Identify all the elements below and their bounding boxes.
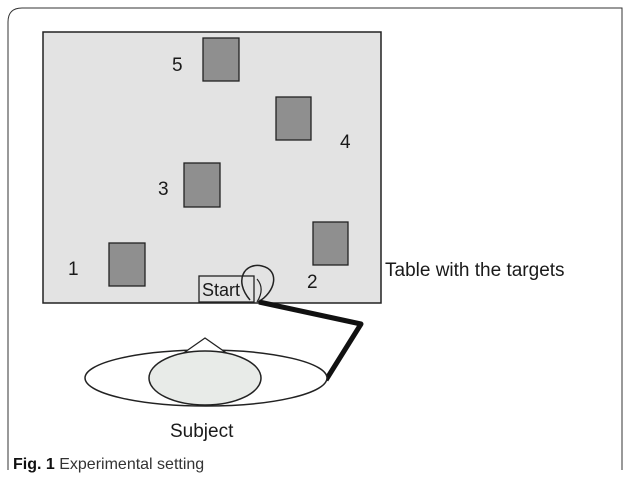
subject-nose bbox=[182, 337, 228, 353]
target-4 bbox=[275, 96, 312, 141]
figure-number: Fig. 1 bbox=[13, 456, 55, 473]
subject-label: Subject bbox=[170, 421, 234, 442]
start-label: Start bbox=[202, 280, 240, 300]
target-label-3: 3 bbox=[158, 179, 169, 200]
subject-arm bbox=[258, 299, 364, 382]
figure-caption: Fig. 1 Experimental setting bbox=[13, 456, 204, 474]
target-label-2: 2 bbox=[307, 272, 318, 293]
target-label-1: 1 bbox=[68, 259, 79, 280]
subject-head bbox=[148, 350, 262, 406]
target-1 bbox=[108, 242, 146, 287]
target-label-4: 4 bbox=[340, 132, 351, 153]
figure-caption-text: Experimental setting bbox=[59, 456, 205, 473]
hand-loop-inner bbox=[256, 278, 262, 303]
target-5 bbox=[202, 37, 240, 82]
figure-frame bbox=[7, 7, 623, 470]
start-area bbox=[198, 275, 255, 303]
table-label: Table with the targets bbox=[385, 260, 565, 281]
hand-loop bbox=[241, 264, 275, 303]
target-label-5: 5 bbox=[172, 55, 183, 76]
target-3 bbox=[183, 162, 221, 208]
target-2 bbox=[312, 221, 349, 266]
